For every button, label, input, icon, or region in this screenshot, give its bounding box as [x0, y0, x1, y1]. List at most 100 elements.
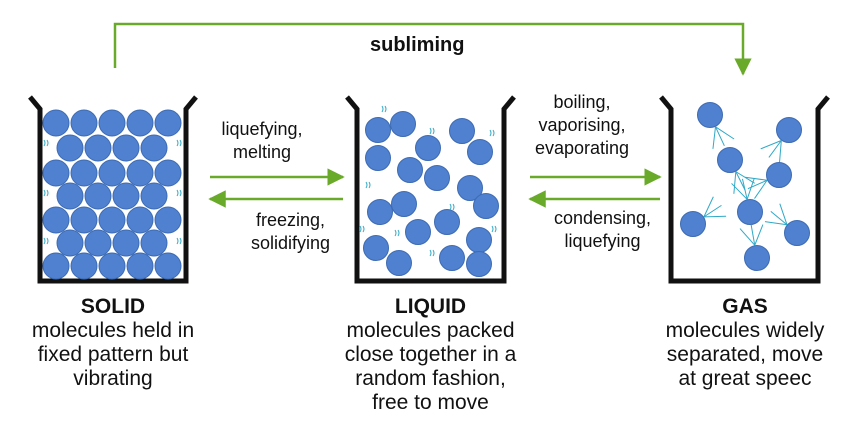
liquid-caption: LIQUID molecules packed close together i… [318, 295, 543, 415]
vibration-mark [449, 203, 455, 211]
molecule [784, 220, 810, 246]
molecule [390, 111, 416, 137]
melting-label-line2: melting [232, 142, 292, 162]
motion-trail [750, 224, 756, 246]
vibration-mark [394, 229, 400, 237]
motion-trail [733, 171, 737, 194]
molecule [42, 252, 70, 280]
gas-desc-line2: separated, move [666, 343, 824, 366]
molecule [112, 182, 140, 210]
molecule [766, 162, 792, 188]
molecule [70, 159, 98, 187]
molecule [84, 229, 112, 257]
molecule [84, 182, 112, 210]
motion-trail [703, 204, 722, 218]
molecule [126, 109, 154, 137]
boiling-label-line2: vaporising, [538, 115, 626, 135]
subliming-label: subliming [370, 34, 465, 56]
motion-trail [703, 196, 714, 218]
vibration-mark [176, 237, 182, 245]
molecule [154, 109, 182, 137]
molecule [466, 227, 492, 253]
molecule [56, 229, 84, 257]
vibration-mark [489, 129, 495, 137]
motion-trail [768, 140, 782, 158]
melting-label-line1: liquefying, [221, 119, 303, 139]
freezing-label-line1: freezing, [255, 210, 326, 230]
motion-trail [712, 126, 716, 149]
solid-desc-line3: vibrating [73, 367, 153, 390]
liquid-desc-line3: random fashion, [355, 367, 506, 390]
vibration-mark [43, 237, 49, 245]
molecule [365, 117, 391, 143]
motion-trail [739, 228, 756, 246]
molecule [154, 159, 182, 187]
molecule [391, 191, 417, 217]
vibration-mark [43, 139, 49, 147]
gas-title: GAS [722, 295, 768, 318]
molecule [70, 109, 98, 137]
molecule [98, 109, 126, 137]
vibration-mark [176, 139, 182, 147]
gas-desc-line1: molecules widely [665, 319, 825, 342]
motion-trail [764, 221, 788, 226]
solid-desc-line2: fixed pattern but [37, 343, 189, 366]
molecule [467, 139, 493, 165]
motion-trail [746, 178, 755, 200]
motion-trail [715, 126, 725, 147]
vibration-mark [429, 249, 435, 257]
liquid-desc-line4: free to move [372, 391, 489, 414]
gas-caption: GAS molecules widely separated, move at … [640, 295, 850, 391]
molecule [42, 109, 70, 137]
molecule [776, 117, 802, 143]
molecule [70, 252, 98, 280]
molecule [717, 147, 743, 173]
molecule [56, 182, 84, 210]
molecule [98, 252, 126, 280]
condensing-label-line1: condensing, [553, 208, 652, 228]
molecule [154, 206, 182, 234]
molecule [363, 235, 389, 261]
molecule [84, 134, 112, 162]
molecule [126, 206, 154, 234]
vibration-mark [429, 127, 435, 135]
motion-trail [754, 179, 768, 199]
molecule [70, 206, 98, 234]
molecule [439, 245, 465, 271]
molecule [449, 118, 475, 144]
motion-trail [760, 140, 782, 150]
molecule [744, 245, 770, 271]
molecule [457, 175, 483, 201]
solid-title: SOLID [80, 295, 146, 318]
molecule [140, 229, 168, 257]
condensing-label-line2: liquefying [564, 231, 641, 251]
motion-trail [731, 183, 748, 200]
molecule [42, 159, 70, 187]
molecule [126, 159, 154, 187]
molecule [365, 145, 391, 171]
molecule [697, 102, 723, 128]
molecule [56, 134, 84, 162]
motion-trail [779, 203, 788, 225]
molecule [405, 219, 431, 245]
vibration-mark [381, 105, 387, 113]
melting-label: liquefying, melting [212, 118, 312, 164]
vibration-mark [365, 181, 371, 189]
subliming-arrow [113, 22, 752, 76]
gas-molecules [680, 102, 810, 271]
molecule [98, 206, 126, 234]
condensing-label: condensing, liquefying [545, 207, 660, 253]
liquid-desc-line1: molecules packed [346, 319, 515, 342]
motion-trail [754, 224, 764, 246]
molecule [140, 134, 168, 162]
vibration-mark [491, 225, 497, 233]
freezing-label: freezing, solidifying [238, 209, 343, 255]
motion-trail [715, 126, 735, 140]
motion-trail [703, 215, 727, 218]
molecule [424, 165, 450, 191]
molecule [415, 135, 441, 161]
molecule [140, 182, 168, 210]
boiling-label-line3: evaporating [534, 138, 630, 158]
motion-trail [779, 140, 782, 163]
